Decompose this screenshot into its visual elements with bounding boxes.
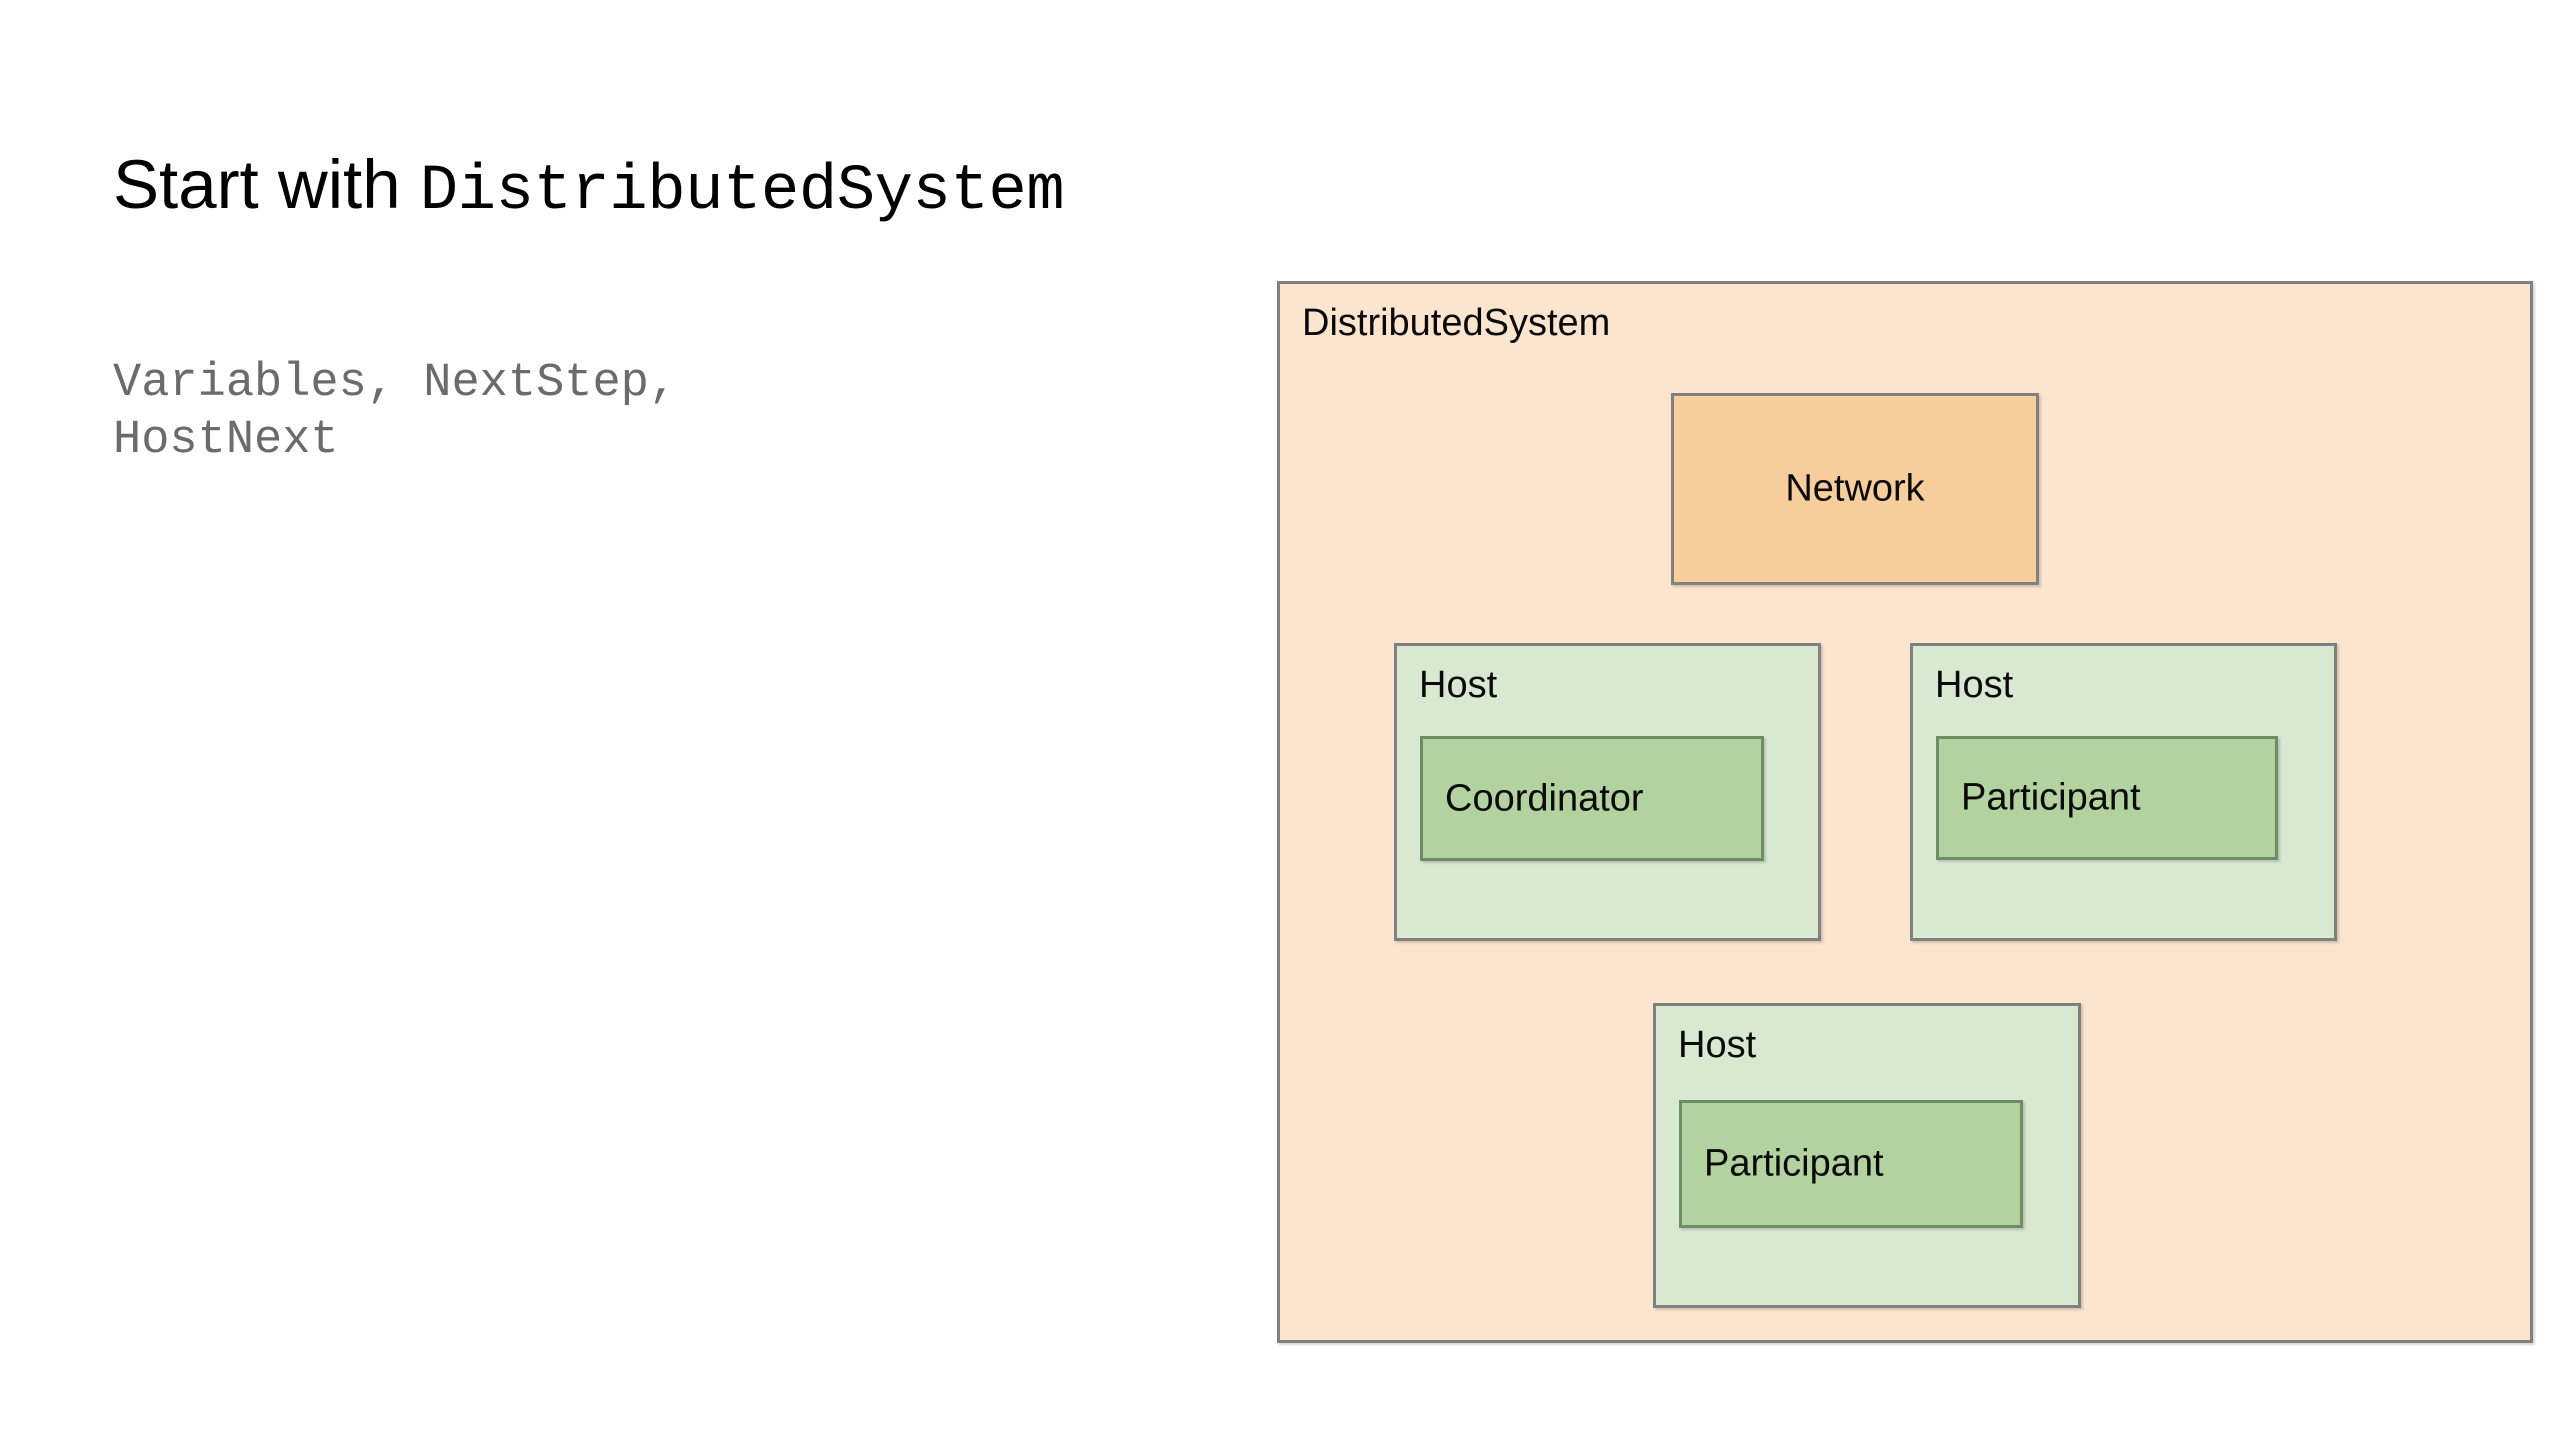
host-box-2: Host Participant [1910,643,2337,941]
coordinator-label: Coordinator [1445,777,1644,819]
page-title: Start with DistributedSystem [113,150,1065,224]
host-label-2: Host [1935,664,2014,706]
participant-label-2: Participant [1704,1142,1884,1185]
architecture-diagram: DistributedSystem Network Host Coordinat… [1277,281,2533,1343]
network-label: Network [1785,467,1925,510]
coordinator-box: Coordinator [1420,736,1764,861]
page-title-prefix: Start with [113,146,420,223]
host-box-3: Host Participant [1653,1003,2081,1308]
host-box-1: Host Coordinator [1394,643,1821,941]
page-title-code: DistributedSystem [419,156,1065,228]
participant-box-1: Participant [1936,736,2278,860]
participant-box-2: Participant [1679,1100,2023,1228]
network-box: Network [1671,393,2039,585]
participant-label-1: Participant [1961,776,2141,819]
distributed-system-label: DistributedSystem [1302,302,1611,344]
host-label-3: Host [1678,1024,1757,1066]
distributed-system-box: DistributedSystem Network Host Coordinat… [1277,281,2533,1343]
host-label-1: Host [1419,664,1498,706]
slide-subtitle: Variables, NextStep, HostNext [113,357,678,468]
